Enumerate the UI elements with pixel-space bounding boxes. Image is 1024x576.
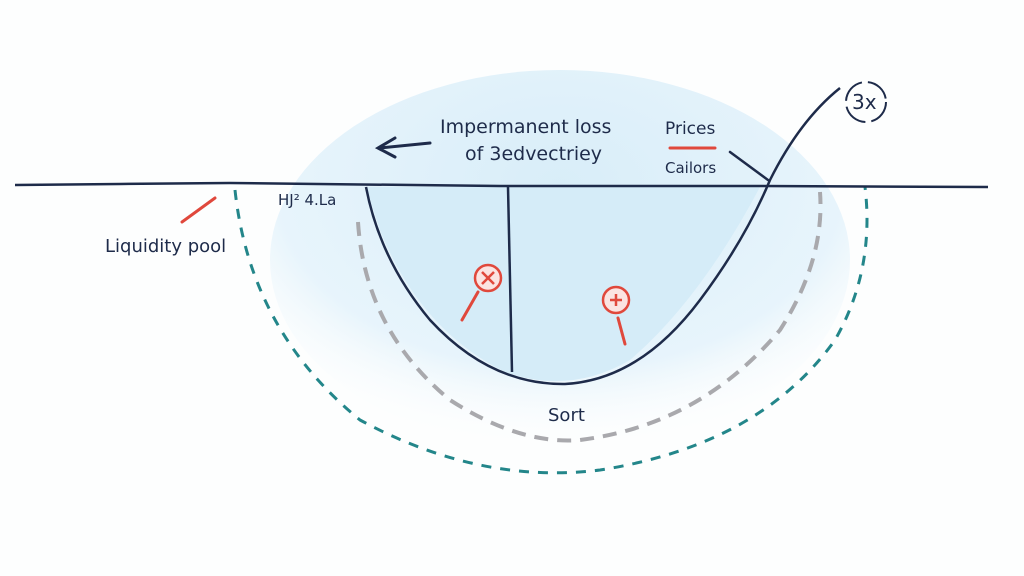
- horizon-line: [14, 181, 989, 189]
- multiplier-circle: [845, 81, 887, 123]
- liquidity-pool-label: Liquidity pool: [105, 236, 227, 257]
- bottom-label: Sort: [548, 405, 585, 426]
- loss-marker-left-icon: [460, 263, 503, 322]
- pool-curve: [364, 87, 841, 386]
- cailors-pointer: [728, 150, 770, 182]
- gray-dashed-boundary: [356, 191, 823, 443]
- multiplier-label: 3x: [852, 90, 877, 114]
- liquidity-pointer: [180, 196, 217, 224]
- loss-marker-right-icon: [601, 285, 631, 346]
- pool-corner-label: HJ² 4.La: [278, 191, 337, 209]
- teal-dashed-boundary: [233, 186, 869, 475]
- cailors-label: Cailors: [665, 159, 717, 177]
- pool-divider: [506, 186, 514, 373]
- arrow-left-icon: [374, 136, 432, 159]
- pool-basin-fill: [366, 187, 760, 382]
- title-line-2: of 3edvectriey: [465, 143, 603, 165]
- title-line-1: Impermanent loss: [440, 116, 612, 138]
- prices-label: Prices: [665, 119, 716, 139]
